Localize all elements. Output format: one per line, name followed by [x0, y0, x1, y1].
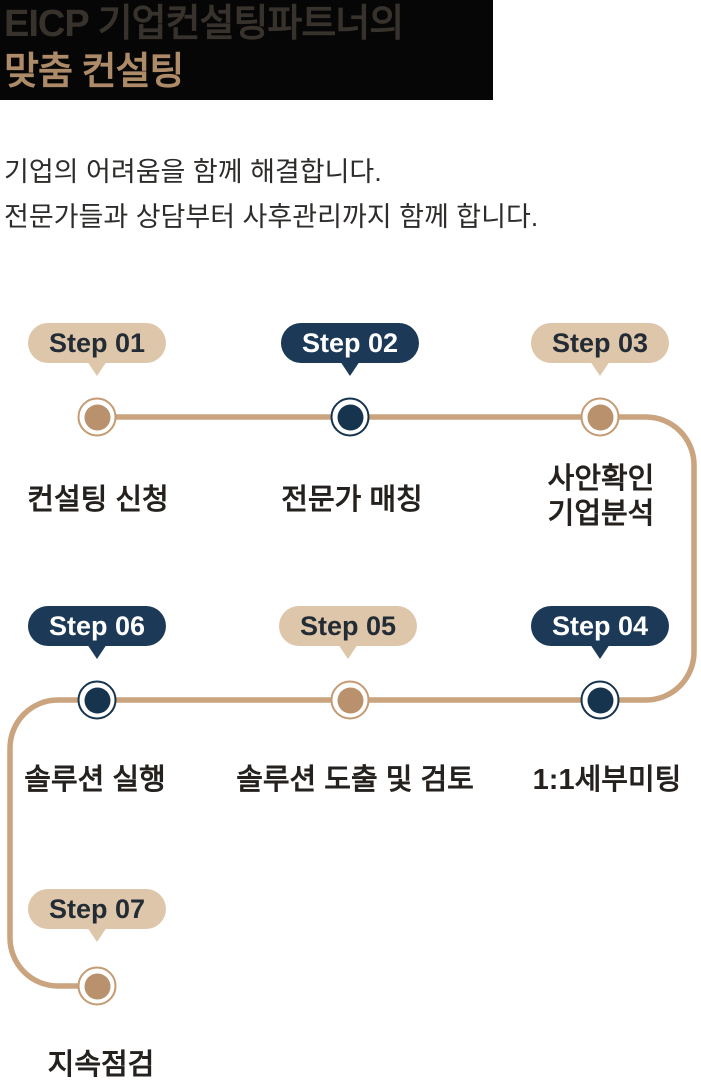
step-05-badge: Step 05 — [278, 606, 418, 646]
step-05-node-core — [337, 687, 363, 713]
subtitle-line1: 기업의 어려움을 함께 해결합니다. — [4, 157, 382, 187]
step-03-node-core — [587, 404, 613, 430]
section-subtitle: 기업의 어려움을 함께 해결합니다. 전문가들과 상담부터 사후관리까지 함께 … — [4, 150, 538, 240]
section-title-line2: 맞춤 컨설팅 — [4, 51, 184, 93]
step-02-node-icon — [330, 397, 370, 437]
step-03-node-icon — [580, 397, 620, 437]
section-title-line1: EICP 기업컨설팅파트너의 — [4, 3, 404, 45]
step-01-label: 컨설팅 신청 — [27, 484, 169, 516]
step-05-label: 솔루션 도출 및 검토 — [236, 764, 474, 796]
subtitle-line2: 전문가들과 상담부터 사후관리까지 함께 합니다. — [4, 202, 539, 232]
step-01-node-icon — [77, 397, 117, 437]
step-04-badge: Step 04 — [530, 606, 670, 646]
step-02-node-core — [337, 404, 363, 430]
step-03-label: 사안확인 기업분석 — [547, 463, 655, 530]
step-01-node-core — [84, 404, 110, 430]
step-07-badge: Step 07 — [27, 889, 167, 929]
step-06-node-core — [84, 687, 110, 713]
step-06-label: 솔루션 실행 — [24, 764, 166, 796]
step-07-node-icon — [77, 966, 117, 1006]
step-04-node-core — [587, 687, 613, 713]
step-05-node-icon — [330, 680, 370, 720]
step-07-label: 지속점검 — [47, 1049, 155, 1080]
step-01-badge: Step 01 — [27, 323, 167, 363]
step-04-label: 1:1세부미팅 — [532, 764, 682, 796]
step-02-label: 전문가 매칭 — [281, 484, 423, 516]
step-06-badge: Step 06 — [27, 606, 167, 646]
step-07-node-core — [84, 973, 110, 999]
step-02-badge: Step 02 — [280, 323, 420, 363]
step-06-node-icon — [77, 680, 117, 720]
step-04-node-icon — [580, 680, 620, 720]
step-03-badge: Step 03 — [530, 323, 670, 363]
title-highlight-block: EICP 기업컨설팅파트너의 맞춤 컨설팅 — [0, 0, 493, 100]
